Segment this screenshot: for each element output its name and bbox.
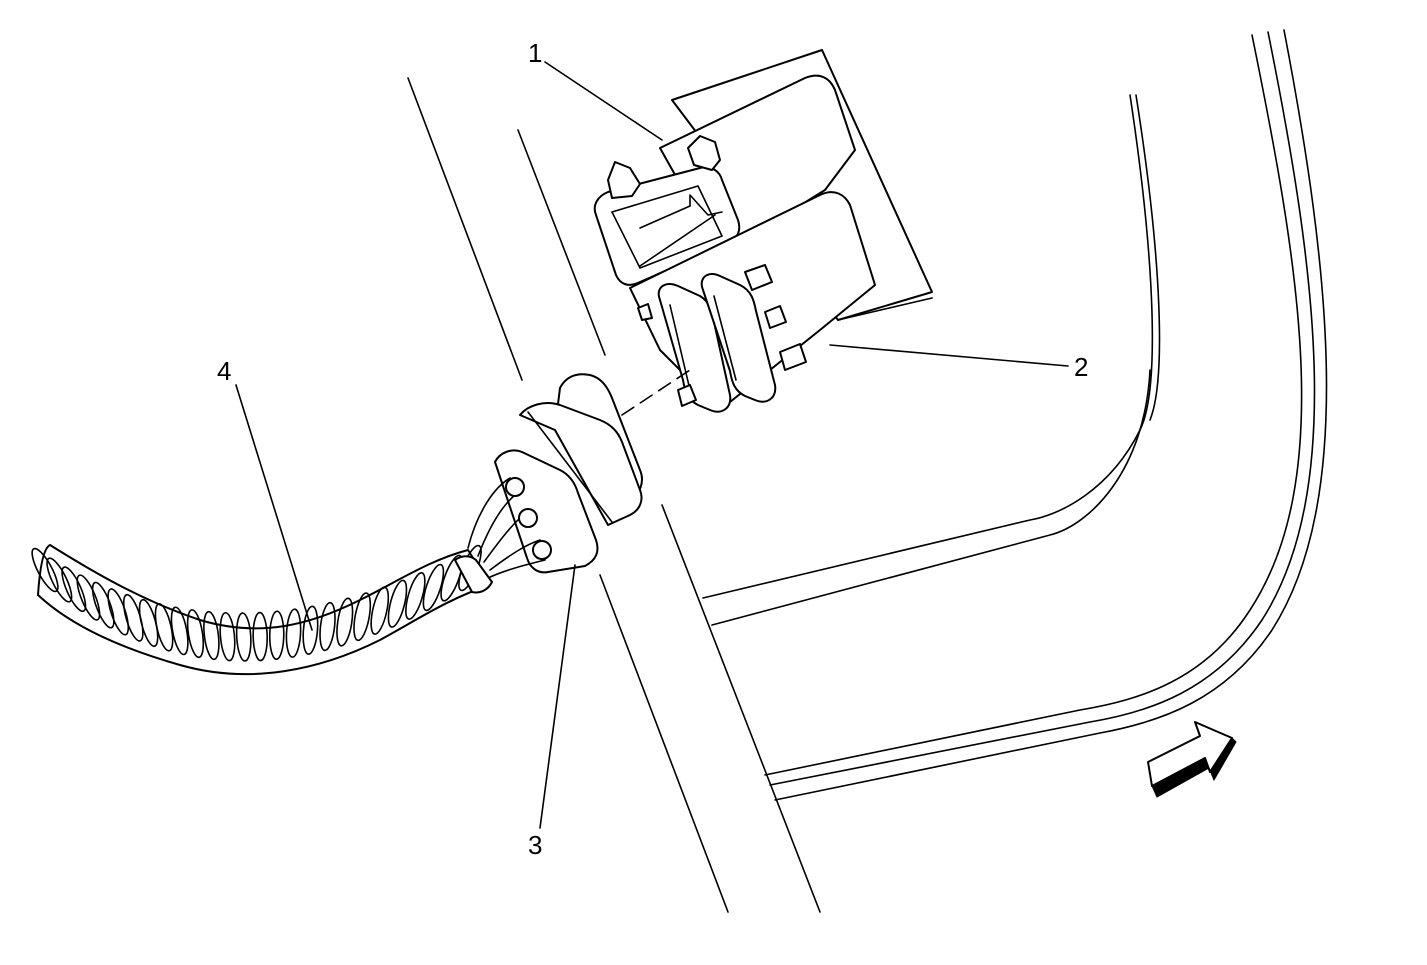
callout-3: 3 <box>528 830 543 860</box>
conduit-rib <box>235 612 252 662</box>
control-module <box>593 74 876 413</box>
leader-lines <box>235 61 1069 829</box>
conduit-rib <box>46 557 73 603</box>
body-panel-lines <box>407 29 1328 913</box>
forward-arrow-icon <box>1147 721 1237 798</box>
conduit-rib <box>422 563 445 612</box>
alignment-dashed-line <box>621 369 691 416</box>
callout-2: 2 <box>1074 352 1089 382</box>
conduit-rib <box>405 572 426 620</box>
conduit-rib <box>154 603 174 652</box>
conduit-rib <box>91 581 115 629</box>
conduit-rib <box>219 611 236 662</box>
conduit-rib <box>186 609 205 659</box>
conduit-rib <box>302 605 319 655</box>
conduit-rib <box>440 554 463 602</box>
conduit-rib <box>353 592 372 642</box>
conduit-rib <box>170 606 189 656</box>
conduit-rib <box>285 608 302 658</box>
callout-4: 4 <box>217 356 232 386</box>
conduit-rib <box>319 601 336 652</box>
callout-1: 1 <box>528 38 543 68</box>
conduit-rib <box>61 566 87 613</box>
conduit-rib <box>387 579 408 628</box>
conduit-rib <box>76 574 101 621</box>
conduit-rib <box>252 611 268 662</box>
conduit-rib <box>203 610 220 661</box>
wiring-harness-conduit <box>31 544 493 676</box>
harness-connector <box>467 373 643 579</box>
conduit-rib <box>268 610 285 661</box>
conduit-rib <box>31 547 59 593</box>
conduit-rib <box>336 597 354 647</box>
conduit-rib <box>370 586 390 635</box>
